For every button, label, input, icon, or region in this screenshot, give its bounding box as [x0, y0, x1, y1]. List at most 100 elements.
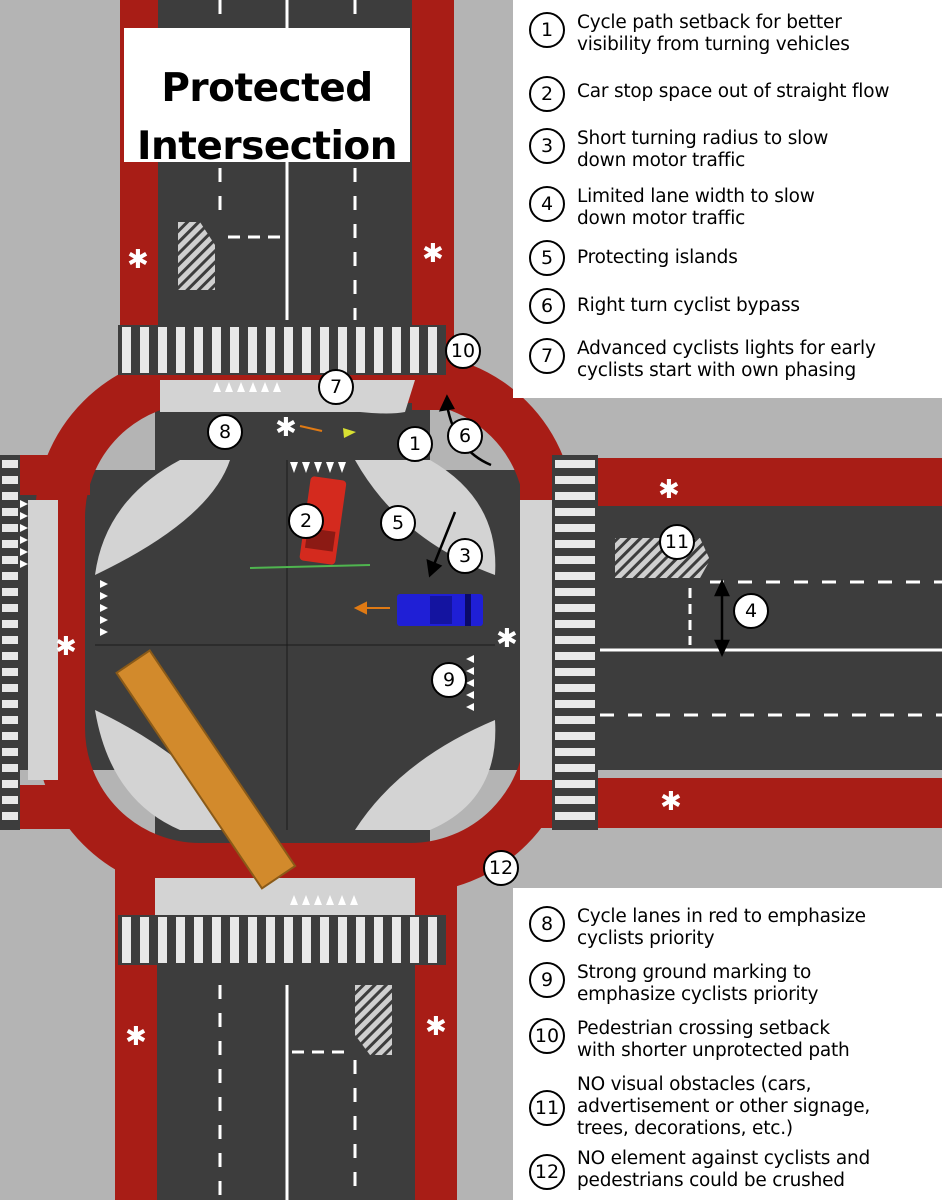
marker-7: 7	[318, 369, 354, 405]
crosswalk-stripe	[555, 508, 595, 516]
crosswalk-stripe	[2, 812, 18, 820]
title-line-2: Intersection	[137, 124, 397, 169]
crosswalk-stripe	[2, 556, 18, 564]
crosswalk-stripe	[374, 327, 383, 373]
shark-tooth	[326, 895, 334, 905]
crosswalk-stripe	[2, 716, 18, 724]
note-number: 6	[529, 288, 565, 324]
crosswalk-north	[118, 325, 446, 375]
shark-tooth	[302, 895, 310, 905]
crosswalk-stripe	[555, 684, 595, 692]
crosswalk-stripe	[555, 748, 595, 756]
crosswalk-stripe	[555, 460, 595, 468]
note-1: 1 Cycle path setback for better visibili…	[529, 12, 850, 56]
note-text: Right turn cyclist bypass	[577, 295, 800, 316]
note-text: Advanced cyclists lights for early cycli…	[577, 338, 876, 381]
shark-tooth	[20, 500, 28, 508]
shark-tooth	[314, 895, 322, 905]
marker-10: 10	[445, 333, 481, 369]
island-south-east	[355, 720, 496, 830]
hatched-area-south	[355, 985, 392, 1055]
crosswalk-stripe	[555, 716, 595, 724]
shark-tooth	[100, 616, 108, 624]
title-box: Protected Intersection	[124, 28, 410, 169]
crosswalk-stripe	[2, 508, 18, 516]
marker-4: 4	[733, 593, 769, 629]
bicycle-symbol: ✱	[425, 1012, 447, 1042]
note-7: 7 Advanced cyclists lights for early cyc…	[529, 338, 876, 382]
marker-9: 9	[431, 662, 467, 698]
crosswalk-stripe	[140, 327, 149, 373]
crosswalk-south	[118, 915, 446, 965]
note-number: 2	[529, 76, 565, 112]
crosswalk-stripe	[374, 917, 383, 963]
bicycle-symbol: ✱	[275, 413, 297, 443]
note-number: 12	[529, 1154, 565, 1190]
note-10: 10 Pedestrian crossing setback with shor…	[529, 1018, 850, 1062]
note-2: 2 Car stop space out of straight flow	[529, 76, 889, 112]
bicycle-symbol: ✱	[660, 787, 682, 817]
crosswalk-stripe	[338, 327, 347, 373]
crosswalk-stripe	[555, 476, 595, 484]
shark-tooth	[290, 462, 298, 473]
shark-tooth	[466, 655, 474, 663]
cyclist	[343, 428, 356, 438]
title-line-1: Protected	[161, 66, 373, 111]
note-text: Pedestrian crossing setback with shorter…	[577, 1018, 850, 1061]
crosswalk-stripe	[212, 327, 221, 373]
crosswalk-stripe	[2, 764, 18, 772]
shark-tooth	[100, 628, 108, 636]
crosswalk-stripe	[266, 917, 275, 963]
shark-tooth	[314, 462, 322, 473]
note-number: 5	[529, 240, 565, 276]
crosswalk-stripe	[320, 327, 329, 373]
crosswalk-stripe	[555, 780, 595, 788]
shark-tooth	[213, 382, 221, 392]
crosswalk-stripe	[2, 460, 18, 468]
note-text: Cycle path setback for better visibility…	[577, 12, 850, 55]
crosswalk-stripe	[122, 917, 131, 963]
crosswalk-stripe	[2, 652, 18, 660]
shark-tooth	[466, 703, 474, 711]
island-south-median	[155, 878, 415, 915]
crosswalk-stripe	[555, 604, 595, 612]
crosswalk-stripe	[555, 700, 595, 708]
crosswalk-stripe	[2, 780, 18, 788]
crosswalk-stripe	[2, 668, 18, 676]
marker-2: 2	[288, 503, 324, 539]
bicycle-symbol: ✱	[55, 632, 77, 662]
shark-tooth	[338, 462, 346, 473]
guide-lines	[95, 460, 495, 830]
crosswalk-stripe	[230, 917, 239, 963]
crosswalk-stripe	[284, 327, 293, 373]
note-8: 8 Cycle lanes in red to emphasize cyclis…	[529, 906, 866, 950]
note-number: 4	[529, 186, 565, 222]
crosswalk-stripe	[158, 917, 167, 963]
shark-tooth	[20, 524, 28, 532]
shark-tooth	[100, 580, 108, 588]
bicycle-symbols: ✱ ✱ ✱ ✱ ✱ ✱ ✱ ✱ ✱	[55, 239, 682, 1052]
note-text: Car stop space out of straight flow	[577, 81, 890, 102]
shark-tooth	[290, 895, 298, 905]
shark-tooth	[466, 679, 474, 687]
crosswalk-stripe	[555, 556, 595, 564]
crosswalk-stripe	[248, 327, 257, 373]
shark-tooth	[20, 536, 28, 544]
note-text: Cycle lanes in red to emphasize cyclists…	[577, 906, 866, 949]
note-number: 1	[529, 12, 565, 48]
crosswalk-stripe	[176, 917, 185, 963]
shark-tooth	[302, 462, 310, 473]
crosswalk-stripe	[555, 732, 595, 740]
shark-tooth	[466, 691, 474, 699]
crosswalk-stripe	[410, 327, 419, 373]
crosswalk-stripe	[2, 636, 18, 644]
shark-tooth	[350, 895, 358, 905]
crosswalk-stripe	[555, 572, 595, 580]
bicycle-symbol: ✱	[658, 475, 680, 505]
shark-tooth	[20, 512, 28, 520]
bicycle-symbol: ✱	[127, 245, 149, 275]
cycle-lane-south-west	[115, 850, 157, 1200]
crosswalk-stripe	[392, 917, 401, 963]
notes-panel-top	[513, 0, 942, 398]
crosswalk-stripe	[555, 540, 595, 548]
